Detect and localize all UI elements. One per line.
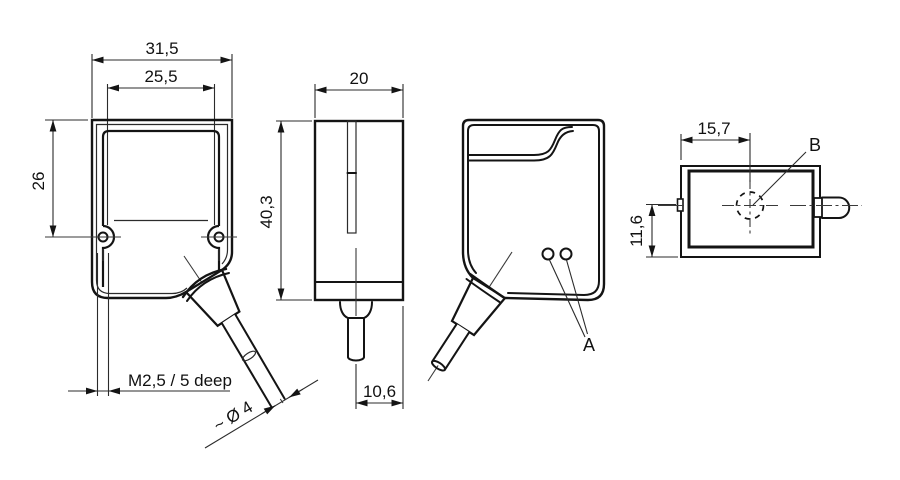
dim-edge-to-hole-label: 26 <box>29 172 48 191</box>
led-indicator-right <box>559 247 573 261</box>
side-housing <box>313 119 405 316</box>
face-housing <box>461 118 606 302</box>
front-housing <box>45 118 237 300</box>
top-housing <box>658 165 862 258</box>
top-cable-gland <box>821 196 851 219</box>
dim-depth: 20 <box>314 69 404 118</box>
side-slot <box>346 120 357 234</box>
front-cable <box>181 255 286 408</box>
dim-overall-width: 31,5 <box>91 39 233 118</box>
left-hole-boss <box>101 224 116 287</box>
led-reference: A <box>549 259 595 355</box>
dim-hole-spacing: 25,5 <box>106 67 216 225</box>
dim-hole-spacing-label: 25,5 <box>144 67 177 86</box>
cable-diameter-label: ~ Ø 4 <box>210 397 256 435</box>
axis-reference: B <box>752 135 821 206</box>
cable-sleeve-mark <box>241 350 257 362</box>
dim-edge-to-hole: 26 <box>29 119 88 237</box>
led-reference-label: A <box>583 335 595 355</box>
front-view: 31,5 25,5 26 <box>29 39 319 449</box>
axis-reference-label: B <box>809 135 821 155</box>
dim-depth-label: 20 <box>350 69 369 88</box>
window-edge-inner <box>468 130 574 162</box>
dim-thread-note: M2,5 / 5 deep <box>68 253 232 396</box>
right-edge-mark <box>813 197 823 218</box>
dim-axis-offset-label: 15,7 <box>697 119 730 138</box>
led-indicator-left <box>541 247 555 261</box>
side-cable <box>339 301 373 362</box>
thread-note-label: M2,5 / 5 deep <box>128 371 232 390</box>
window-edge-outer <box>468 126 573 156</box>
dim-height: 40,3 <box>257 120 312 301</box>
dim-overall-width-label: 31,5 <box>145 39 178 58</box>
dim-cable-offset-label: 10,6 <box>363 382 396 401</box>
face-view: A <box>427 118 606 382</box>
side-view: 20 40,3 10,6 <box>257 69 405 409</box>
cable-gland <box>339 301 373 319</box>
dim-axis-offset: 15,7 <box>680 119 751 182</box>
cable-boot <box>184 268 241 328</box>
top-view: 15,7 11,6 B <box>627 119 862 258</box>
dim-height-label: 40,3 <box>257 195 276 228</box>
face-cable-end <box>431 359 446 372</box>
dim-cable-offset: 10,6 <box>355 306 404 409</box>
dim-axis-height-label: 11,6 <box>627 215 646 247</box>
dim-axis-height: 11,6 <box>627 203 678 258</box>
face-cable <box>427 251 513 382</box>
right-hole-boss <box>206 224 221 287</box>
